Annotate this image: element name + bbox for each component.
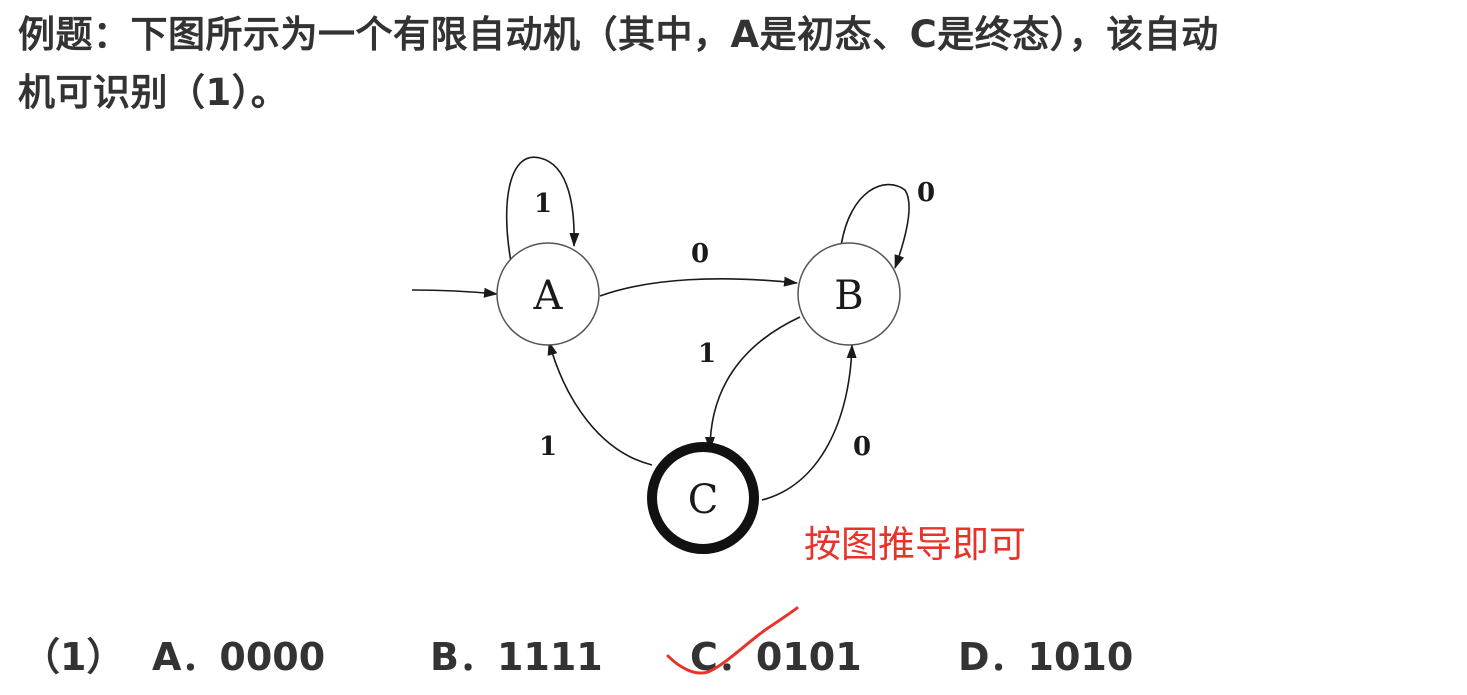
transition-a-b: [599, 276, 798, 297]
transition-c-a: [547, 341, 653, 466]
label-a-b: 0: [691, 239, 709, 269]
transition-b-c: [705, 316, 801, 451]
option-a[interactable]: A．0000: [152, 635, 326, 679]
question-number: （1）: [22, 635, 125, 679]
option-c[interactable]: C．0101: [690, 635, 862, 679]
label-a-a: 1: [534, 189, 552, 219]
label-c-b: 0: [853, 432, 871, 462]
transition-b-b: [840, 183, 910, 269]
initial-arrow: [411, 287, 498, 298]
option-d[interactable]: D．1010: [958, 635, 1134, 679]
transition-a-a: [505, 156, 580, 263]
state-b-label: B: [834, 273, 863, 319]
option-b[interactable]: B．1111: [430, 635, 603, 679]
question-line-1: 例题：下图所示为一个有限自动机（其中，A是初态、C是终态），该自动: [18, 13, 1219, 56]
label-b-c: 1: [698, 339, 716, 369]
answer-options: （1） A．0000 B．1111 C．0101 D．1010: [0, 616, 1467, 686]
question-line-2: 机可识别（1）。: [18, 71, 289, 114]
question-text: 例题：下图所示为一个有限自动机（其中，A是初态、C是终态），该自动 机可识别（1…: [18, 6, 1458, 122]
label-b-b: 0: [917, 178, 935, 208]
state-c-circle: [647, 442, 759, 554]
state-b-circle: [797, 242, 901, 346]
handwritten-note: 按图推导即可: [804, 523, 1026, 566]
state-a-label: A: [533, 273, 564, 319]
state-a-circle: [496, 242, 600, 346]
transition-c-b: [761, 344, 857, 501]
label-c-a: 1: [539, 432, 557, 462]
state-c-label: C: [688, 477, 719, 523]
